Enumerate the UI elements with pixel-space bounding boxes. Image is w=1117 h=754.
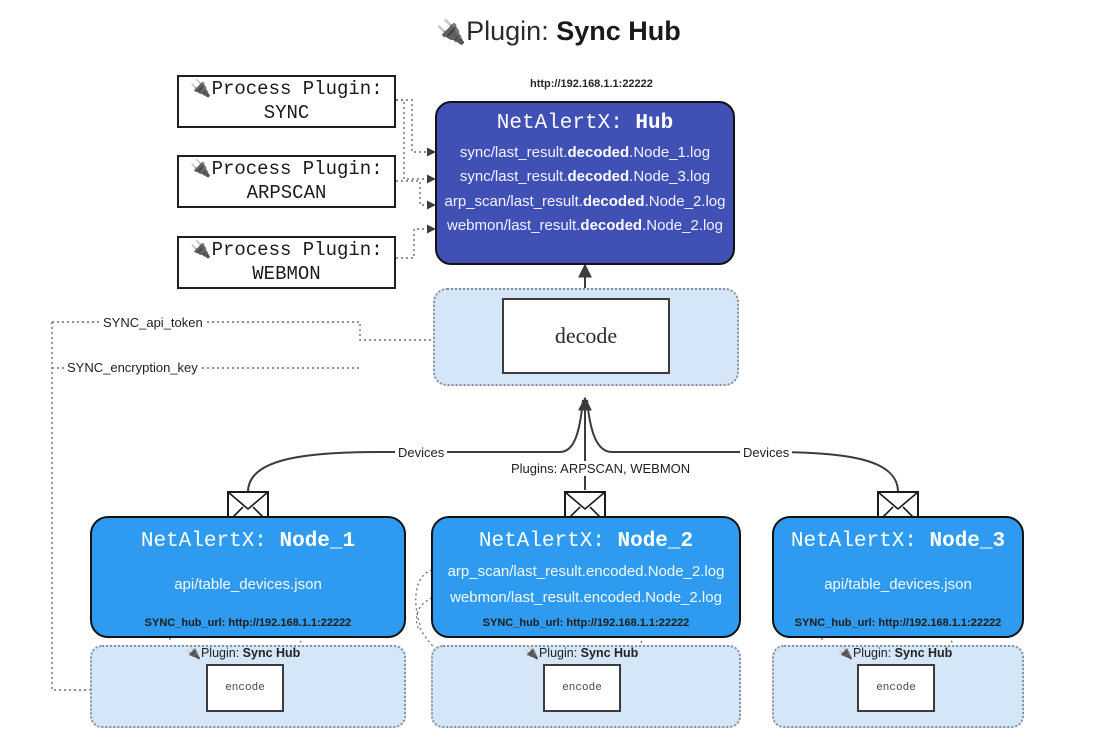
plug-icon: 🔌 xyxy=(190,239,212,260)
node-title-name: Node_2 xyxy=(617,530,694,553)
encoder-label-prefix: Plugin: xyxy=(200,646,243,660)
edge-api-token-to-decode xyxy=(52,321,496,345)
encode-box-node-1[interactable]: encode xyxy=(206,664,284,712)
node-footer: SYNC_hub_url: http://192.168.1.1:22222 xyxy=(794,617,1002,629)
node-title-prefix: NetAlertX: xyxy=(478,530,618,553)
sync-api-token-label: SYNC_api_token xyxy=(100,315,206,330)
plug-icon: 🔌 xyxy=(436,19,467,46)
hub-log-line-post: .Node_2.log xyxy=(644,192,726,210)
page-title: 🔌Plugin: Sync Hub xyxy=(0,16,1117,47)
plug-icon: 🔌 xyxy=(838,646,853,660)
node-box-node-1[interactable]: NetAlertX: Node_1 api/table_devices.json… xyxy=(90,516,406,638)
encoder-label-prefix: Plugin: xyxy=(852,646,895,660)
process-plugin-webmon-line1: Process Plugin: xyxy=(211,238,383,261)
hub-log-line-pre: arp_scan/last_result. xyxy=(444,192,583,210)
process-plugin-arpscan-line1: Process Plugin: xyxy=(211,157,383,180)
plug-icon: 🔌 xyxy=(190,78,212,99)
encoder-label-name: Sync Hub xyxy=(894,646,953,660)
edge-sync-to-hub-2 xyxy=(396,99,436,184)
page-title-prefix: Plugin: xyxy=(466,16,557,46)
encoder-plugin-label-3: 🔌Plugin: Sync Hub xyxy=(838,646,952,660)
node-lines: arp_scan/last_result.encoded.Node_2.log … xyxy=(433,553,739,617)
hub-log-line-mid: decoded xyxy=(567,144,630,161)
encode-box-node-3[interactable]: encode xyxy=(857,664,935,712)
edge-arpscan-to-hub xyxy=(396,180,436,210)
node-footer: SYNC_hub_url: http://192.168.1.1:22222 xyxy=(144,617,352,629)
process-plugin-arpscan[interactable]: 🔌Process Plugin: ARPSCAN xyxy=(177,155,396,208)
hub-log-line-post: .Node_3.log xyxy=(629,168,711,186)
hub-log-line-mid: decoded xyxy=(582,192,645,210)
hub-log-line: sync/last_result.decoded.Node_1.log xyxy=(460,141,710,165)
hub-log-line-post: .Node_1.log xyxy=(629,144,711,161)
process-plugin-webmon[interactable]: 🔌Process Plugin: WEBMON xyxy=(177,236,396,289)
hub-box[interactable]: NetAlertX: Hub sync/last_result.decoded.… xyxy=(435,101,735,265)
hub-log-line-mid: decoded xyxy=(580,216,643,234)
hub-log-line-mid: decoded xyxy=(567,168,630,186)
process-plugin-sync-line2: SYNC xyxy=(263,101,310,124)
encoder-plugin-label-1: 🔌Plugin: Sync Hub xyxy=(186,646,300,660)
edge-webmon-to-hub xyxy=(396,224,436,259)
node-line: api/table_devices.json xyxy=(174,576,322,594)
hub-log-line-pre: webmon/last_result. xyxy=(447,216,581,234)
hub-url-label: http://192.168.1.1:22222 xyxy=(530,78,653,90)
hub-title-prefix: NetAlertX: xyxy=(496,112,636,135)
hub-log-line: sync/last_result.decoded.Node_3.log xyxy=(460,165,710,189)
node-title-name: Node_1 xyxy=(279,530,356,553)
decode-box[interactable]: decode xyxy=(502,298,670,374)
page-title-name: Sync Hub xyxy=(556,16,681,46)
node-line: arp_scan/last_result.encoded.Node_2.log xyxy=(447,563,725,581)
node-footer: SYNC_hub_url: http://192.168.1.1:22222 xyxy=(482,617,690,629)
hub-title: NetAlertX: Hub xyxy=(497,112,673,135)
hub-log-line: webmon/last_result.decoded.Node_2.log xyxy=(447,214,723,238)
node-line: webmon/last_result.encoded.Node_2.log xyxy=(450,589,722,606)
node-lines: api/table_devices.json xyxy=(774,553,1022,617)
edge-node2-data-b xyxy=(415,597,433,629)
devices-left-label: Devices xyxy=(395,445,448,460)
hub-title-name: Hub xyxy=(635,112,674,135)
encode-box-node-2[interactable]: encode xyxy=(543,664,621,712)
node-box-node-2[interactable]: NetAlertX: Node_2 arp_scan/last_result.e… xyxy=(431,516,741,638)
plug-icon: 🔌 xyxy=(186,646,201,660)
node-lines: api/table_devices.json xyxy=(92,553,404,617)
hub-log-line-post: .Node_2.log xyxy=(642,216,723,234)
edge-node1-to-decode xyxy=(247,399,584,493)
node-title: NetAlertX: Node_2 xyxy=(479,530,693,553)
node-title-prefix: NetAlertX: xyxy=(790,530,930,553)
node-title: NetAlertX: Node_1 xyxy=(141,530,355,553)
encoder-label-prefix: Plugin: xyxy=(538,646,581,660)
hub-log-line-pre: sync/last_result. xyxy=(459,168,568,186)
hub-log-line: arp_scan/last_result.decoded.Node_2.log xyxy=(445,190,726,214)
encoder-plugin-label-2: 🔌Plugin: Sync Hub xyxy=(524,646,638,660)
node-title-prefix: NetAlertX: xyxy=(140,530,280,553)
plugins-center-label: Plugins: ARPSCAN, WEBMON xyxy=(508,461,694,476)
edge-node2-data-a xyxy=(415,569,433,626)
process-plugin-arpscan-line2: ARPSCAN xyxy=(246,181,327,204)
encoder-label-name: Sync Hub xyxy=(580,646,639,660)
node-title: NetAlertX: Node_3 xyxy=(791,530,1005,553)
node-box-node-3[interactable]: NetAlertX: Node_3 api/table_devices.json… xyxy=(772,516,1024,638)
devices-right-label: Devices xyxy=(740,445,793,460)
process-plugin-sync-line1: Process Plugin: xyxy=(211,77,383,100)
sync-encryption-key-label: SYNC_encryption_key xyxy=(64,360,201,375)
process-plugin-sync[interactable]: 🔌Process Plugin: SYNC xyxy=(177,75,396,128)
edge-sync-to-hub xyxy=(396,99,436,157)
plug-icon: 🔌 xyxy=(190,158,212,179)
plug-icon: 🔌 xyxy=(524,646,539,660)
hub-log-line-pre: sync/last_result. xyxy=(459,144,568,161)
process-plugin-webmon-line2: WEBMON xyxy=(252,262,321,285)
node-line: api/table_devices.json xyxy=(824,576,972,594)
node-title-name: Node_3 xyxy=(929,530,1006,553)
encoder-label-name: Sync Hub xyxy=(242,646,301,660)
